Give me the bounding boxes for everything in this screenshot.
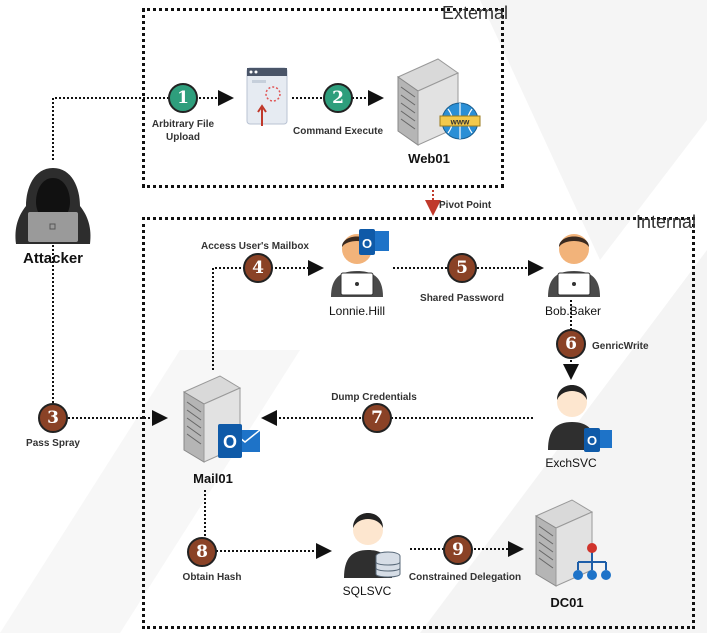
step-7-label: Dump Credentials (331, 392, 417, 403)
attacker-label: Attacker (22, 250, 84, 267)
svg-text:O: O (587, 433, 597, 448)
svg-text:O: O (223, 432, 237, 452)
step-3-badge: 3 (38, 403, 68, 433)
web-server-www-icon: www (396, 58, 481, 146)
user-outlook-icon: O (548, 385, 612, 452)
sqlsvc-label: SQLSVC (342, 584, 392, 598)
step-9-badge: 9 (443, 535, 473, 565)
user-database-icon (344, 513, 401, 578)
internal-zone (142, 217, 695, 629)
step-8-badge: 8 (187, 537, 217, 567)
hooded-hacker-icon (15, 168, 91, 244)
step-4-badge: 4 (243, 253, 273, 283)
step-9-label: Constrained Delegation (408, 572, 522, 583)
exchsvc-label: ExchSVC (545, 456, 597, 470)
bob-baker-label: Bob.Baker (544, 304, 602, 318)
step-3-label: Pass Spray (26, 438, 80, 449)
step-5-badge: 5 (447, 253, 477, 283)
step-4-label: Access User's Mailbox (201, 241, 309, 252)
domain-controller-server-icon (534, 499, 611, 587)
pivot-point-label: Pivot Point (439, 200, 492, 211)
step-1-label: Arbitrary File Upload (151, 119, 215, 143)
svg-text:www: www (450, 118, 470, 127)
lonnie-hill-label: Lonnie.Hill (328, 304, 386, 318)
user-laptop-outlook-icon: O (331, 229, 389, 297)
internal-zone-title: Internal (636, 212, 697, 232)
mail-server-outlook-icon: O (182, 375, 261, 463)
step-1-badge: 1 (168, 83, 198, 113)
step-7-badge: 7 (362, 403, 392, 433)
svg-text:O: O (362, 236, 372, 251)
step-6-badge: 6 (556, 329, 586, 359)
external-zone-title: External (442, 3, 509, 23)
dc01-label: DC01 (550, 595, 584, 610)
step-2-badge: 2 (323, 83, 353, 113)
web01-label: Web01 (408, 151, 450, 166)
step-2-label: Command Execute (292, 126, 384, 137)
step-6-label: GenricWrite (592, 341, 649, 352)
mail01-label: Mail01 (193, 471, 233, 486)
user-laptop-icon (548, 234, 600, 297)
web-browser-upload-icon (246, 67, 288, 126)
step-8-label: Obtain Hash (182, 572, 242, 583)
step-5-label: Shared Password (420, 293, 504, 304)
